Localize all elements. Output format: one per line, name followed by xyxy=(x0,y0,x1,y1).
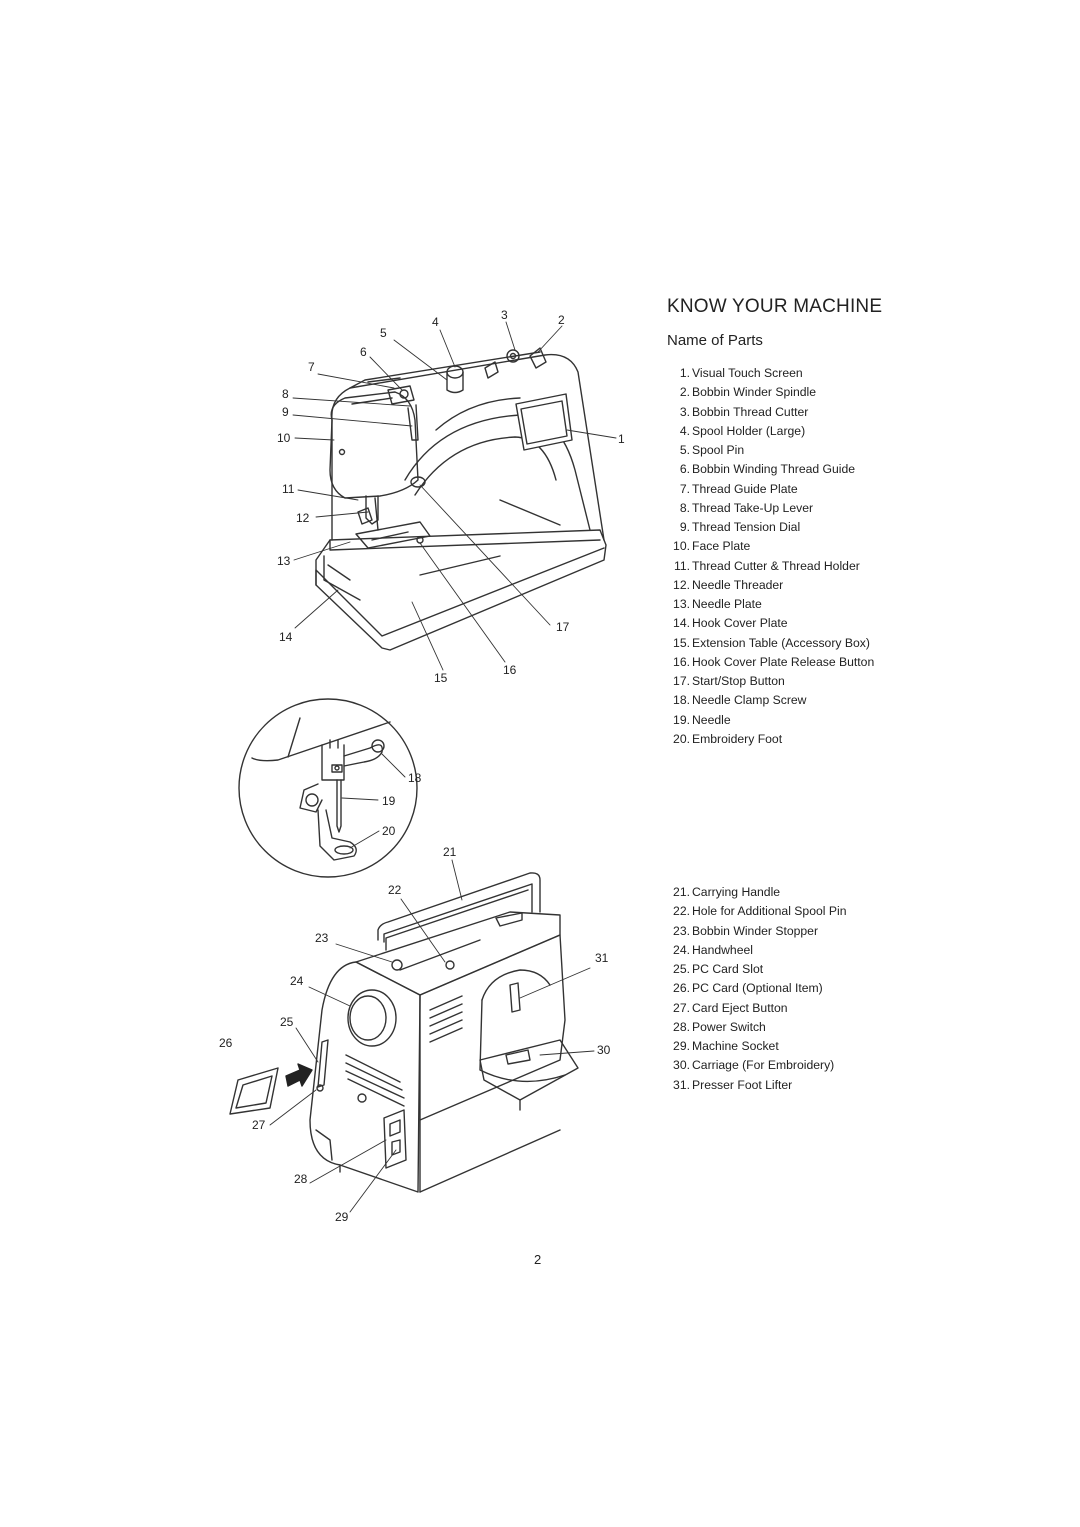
list-item: 22.Hole for Additional Spool Pin xyxy=(673,904,847,919)
list-item: 16.Hook Cover Plate Release Button xyxy=(673,654,875,669)
list-item: 12.Needle Threader xyxy=(673,577,784,592)
list-item: 30.Carriage (For Embroidery) xyxy=(673,1058,835,1073)
callout-14: 14 xyxy=(279,630,293,644)
callout-9: 9 xyxy=(282,405,289,419)
callout-1: 1 xyxy=(618,432,625,446)
list-item: 4.Spool Holder (Large) xyxy=(679,423,806,438)
callout-20: 20 xyxy=(382,824,396,838)
list-item: 15.Extension Table (Accessory Box) xyxy=(673,635,870,650)
callout-15: 15 xyxy=(434,671,448,685)
callout-21: 21 xyxy=(443,845,457,859)
callout-6: 6 xyxy=(360,345,367,359)
list-item: 5.Spool Pin xyxy=(679,443,745,457)
callout-30: 30 xyxy=(597,1043,611,1057)
callout-4: 4 xyxy=(432,315,439,329)
back-view-drawing xyxy=(309,872,579,1193)
sewing-machine-illustration: 1 2 3 4 5 6 7 8 9 10 11 12 13 14 15 16 1… xyxy=(219,308,625,1224)
callout-19: 19 xyxy=(382,794,396,808)
list-item: 27.Card Eject Button xyxy=(673,1000,788,1015)
list-item: 28.Power Switch xyxy=(673,1019,766,1034)
back-view-leader-lines xyxy=(269,859,595,1213)
callout-25: 25 xyxy=(280,1015,294,1029)
list-item: 3.Bobbin Thread Cutter xyxy=(679,404,809,419)
page-title: KNOW YOUR MACHINE xyxy=(667,296,883,317)
callout-17: 17 xyxy=(556,620,570,634)
insert-arrow-icon xyxy=(285,1063,313,1087)
list-item: 29.Machine Socket xyxy=(673,1039,779,1053)
list-item: 25.PC Card Slot xyxy=(673,962,764,976)
callout-13: 13 xyxy=(277,554,291,568)
callout-27: 27 xyxy=(252,1118,266,1132)
callout-22: 22 xyxy=(388,883,402,897)
list-item: 24.Handwheel xyxy=(673,942,753,957)
list-item: 23.Bobbin Winder Stopper xyxy=(673,923,819,938)
section-subtitle: Name of Parts xyxy=(667,332,763,349)
list-item: 20.Embroidery Foot xyxy=(673,731,783,746)
callout-31: 31 xyxy=(595,951,609,965)
callout-11: 11 xyxy=(282,482,295,496)
callout-5: 5 xyxy=(380,326,387,340)
callout-16: 16 xyxy=(503,663,517,677)
list-item: 8.Thread Take-Up Lever xyxy=(679,500,814,515)
callout-18: 18 xyxy=(408,771,422,785)
list-item: 31.Presser Foot Lifter xyxy=(673,1077,793,1092)
callout-29: 29 xyxy=(335,1210,349,1224)
callout-28: 28 xyxy=(294,1172,308,1186)
list-item: 13.Needle Plate xyxy=(673,597,762,611)
detail-leader-lines xyxy=(341,753,406,849)
list-item: 21.Carrying Handle xyxy=(673,885,781,899)
list-item: 6.Bobbin Winding Thread Guide xyxy=(679,462,856,477)
list-item: 17.Start/Stop Button xyxy=(673,674,785,688)
list-item: 26.PC Card (Optional Item) xyxy=(673,981,823,996)
list-item: 7.Thread Guide Plate xyxy=(679,481,798,496)
callout-7: 7 xyxy=(308,360,315,374)
callout-24: 24 xyxy=(290,974,304,988)
list-item: 14.Hook Cover Plate xyxy=(673,616,788,631)
callout-10: 10 xyxy=(277,431,291,445)
list-item: 1.Visual Touch Screen xyxy=(679,366,803,380)
front-view-drawing xyxy=(315,347,607,651)
pc-card-icon xyxy=(229,1067,279,1115)
list-item: 11.Thread Cutter & Thread Holder xyxy=(673,558,860,573)
front-view-leader-lines xyxy=(292,321,617,671)
callout-26: 26 xyxy=(219,1036,233,1050)
list-item: 18.Needle Clamp Screw xyxy=(673,693,807,708)
callout-3: 3 xyxy=(501,308,508,322)
list-item: 19.Needle xyxy=(673,712,731,727)
callout-12: 12 xyxy=(296,511,310,525)
page-number: 2 xyxy=(534,1252,542,1267)
callout-labels: 1 2 3 4 5 6 7 8 9 10 11 12 13 14 15 16 1… xyxy=(219,308,625,1224)
list-item: 2.Bobbin Winder Spindle xyxy=(679,385,816,400)
parts-list-back: 21.Carrying Handle 22.Hole for Additiona… xyxy=(662,883,846,1095)
callout-23: 23 xyxy=(315,931,329,945)
callout-8: 8 xyxy=(282,387,289,401)
list-item: 9.Thread Tension Dial xyxy=(679,520,801,534)
callout-2: 2 xyxy=(558,313,565,327)
needle-detail-drawing xyxy=(238,698,418,878)
parts-list-front: 1.Visual Touch Screen 2.Bobbin Winder Sp… xyxy=(662,364,874,749)
list-item: 10.Face Plate xyxy=(673,539,751,554)
